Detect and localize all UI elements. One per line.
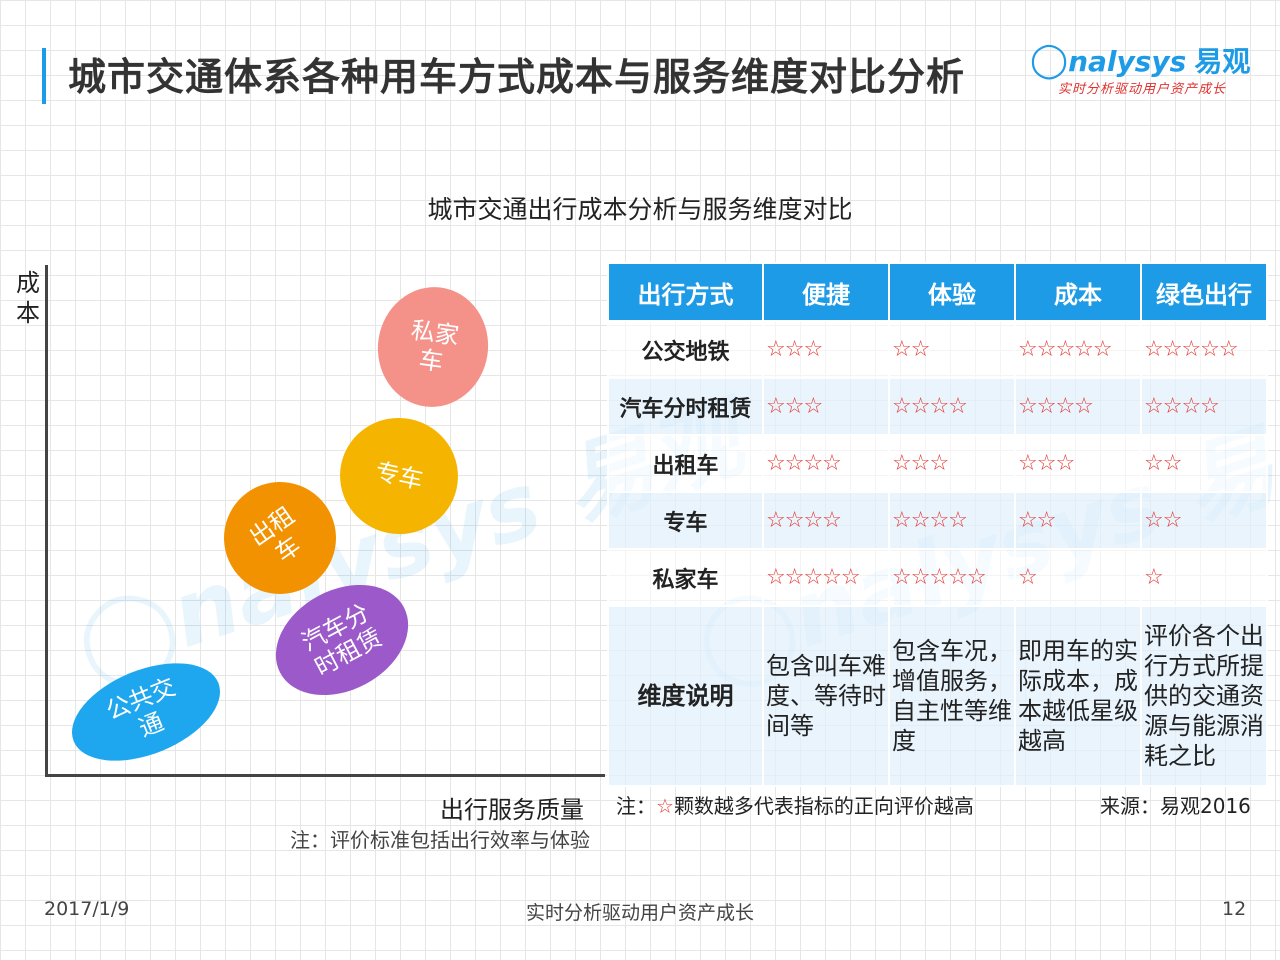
table-row: 私家车 ☆☆☆☆☆ ☆☆☆☆☆ ☆ ☆ [607,548,1268,607]
x-axis-note: 注：评价标准包括出行效率与体验 [290,828,590,852]
dimension-description: 包含叫车难度、等待时间等 [762,605,890,787]
bubble-label-line: 专车 [372,457,426,495]
note-text: 颗数越多代表指标的正向评价越高 [673,794,974,818]
page-title: 城市交通体系各种用车方式成本与服务维度对比分析 [68,55,966,99]
note-prefix: 注： [616,794,656,818]
star-rating: ☆☆☆☆ [762,491,890,550]
star-rating: ☆☆☆ [762,320,890,379]
y-axis-line [45,265,48,777]
y-axis-label: 成本 [16,269,40,327]
table-row: 出租车 ☆☆☆☆ ☆☆☆ ☆☆☆ ☆☆ [607,434,1268,493]
star-rating: ☆☆☆ [762,377,890,436]
row-mode: 公交地铁 [607,320,764,379]
row-mode: 维度说明 [607,605,764,787]
dimension-description: 包含车况，增值服务，自主性等维度 [888,605,1016,787]
star-rating: ☆☆☆☆ [762,434,890,493]
star-rating: ☆☆☆☆☆ [762,548,890,607]
table-header-row: 出行方式 便捷 体验 成本 绿色出行 [607,262,1268,322]
star-icon: ☆ [656,794,674,818]
header-mode: 出行方式 [607,262,764,322]
table-row: 汽车分时租赁 ☆☆☆ ☆☆☆☆ ☆☆☆☆ ☆☆☆☆ [607,377,1268,436]
star-rating: ☆☆ [888,320,1016,379]
chart-title: 城市交通出行成本分析与服务维度对比 [427,195,853,224]
bubble-ride-hailing: 专车 [329,407,469,545]
footer-slogan: 实时分析驱动用户资产成长 [525,902,754,924]
row-mode: 汽车分时租赁 [607,377,764,436]
logo-brand-text: nalysys [1068,45,1187,78]
star-rating: ☆☆ [1140,434,1268,493]
star-rating: ☆☆ [1014,491,1142,550]
row-mode: 私家车 [607,548,764,607]
star-rating: ☆☆☆☆ [888,377,1016,436]
page-number: 12 [1222,898,1247,920]
dimension-description: 即用车的实际成本，成本越低星级越高 [1014,605,1142,787]
header-green: 绿色出行 [1140,262,1268,322]
x-axis-line [45,774,605,777]
dimension-description: 评价各个出行方式所提供的交通资源与能源消耗之比 [1140,605,1268,787]
star-rating: ☆ [1014,548,1142,607]
row-mode: 专车 [607,491,764,550]
table-note: 注：☆颗数越多代表指标的正向评价越高 [616,790,974,819]
star-rating: ☆☆☆☆ [888,491,1016,550]
table-row-description: 维度说明 包含叫车难度、等待时间等 包含车况，增值服务，自主性等维度 即用车的实… [607,605,1268,787]
comparison-table: 出行方式 便捷 体验 成本 绿色出行 公交地铁 ☆☆☆ ☆☆ ☆☆☆☆☆ ☆☆☆… [607,262,1268,787]
star-rating: ☆☆☆ [888,434,1016,493]
star-rating: ☆☆☆☆☆ [1014,320,1142,379]
star-rating: ☆☆☆ [1014,434,1142,493]
star-rating: ☆☆☆☆☆ [888,548,1016,607]
header-experience: 体验 [888,262,1016,322]
x-axis-label: 出行服务质量 [440,796,584,824]
header-convenience: 便捷 [762,262,890,322]
bubble-public-transit: 公共交通 [57,643,235,781]
footer-date: 2017/1/9 [44,898,130,920]
title-accent-bar [42,48,46,104]
logo-brand-cn: 易观 [1194,45,1251,78]
source-note: 来源：易观2016 [1100,794,1251,818]
star-rating: ☆☆ [1140,491,1268,550]
logo-tagline: 实时分析驱动用户资产成长 [1058,82,1227,97]
star-rating: ☆☆☆☆☆ [1140,320,1268,379]
table-row: 专车 ☆☆☆☆ ☆☆☆☆ ☆☆ ☆☆ [607,491,1268,550]
header-cost: 成本 [1014,262,1142,322]
star-rating: ☆☆☆☆ [1140,377,1268,436]
bubble-private-car: 私家车 [370,279,496,415]
table-row: 公交地铁 ☆☆☆ ☆☆ ☆☆☆☆☆ ☆☆☆☆☆ [607,320,1268,379]
row-mode: 出租车 [607,434,764,493]
star-rating: ☆ [1140,548,1268,607]
star-rating: ☆☆☆☆ [1014,377,1142,436]
